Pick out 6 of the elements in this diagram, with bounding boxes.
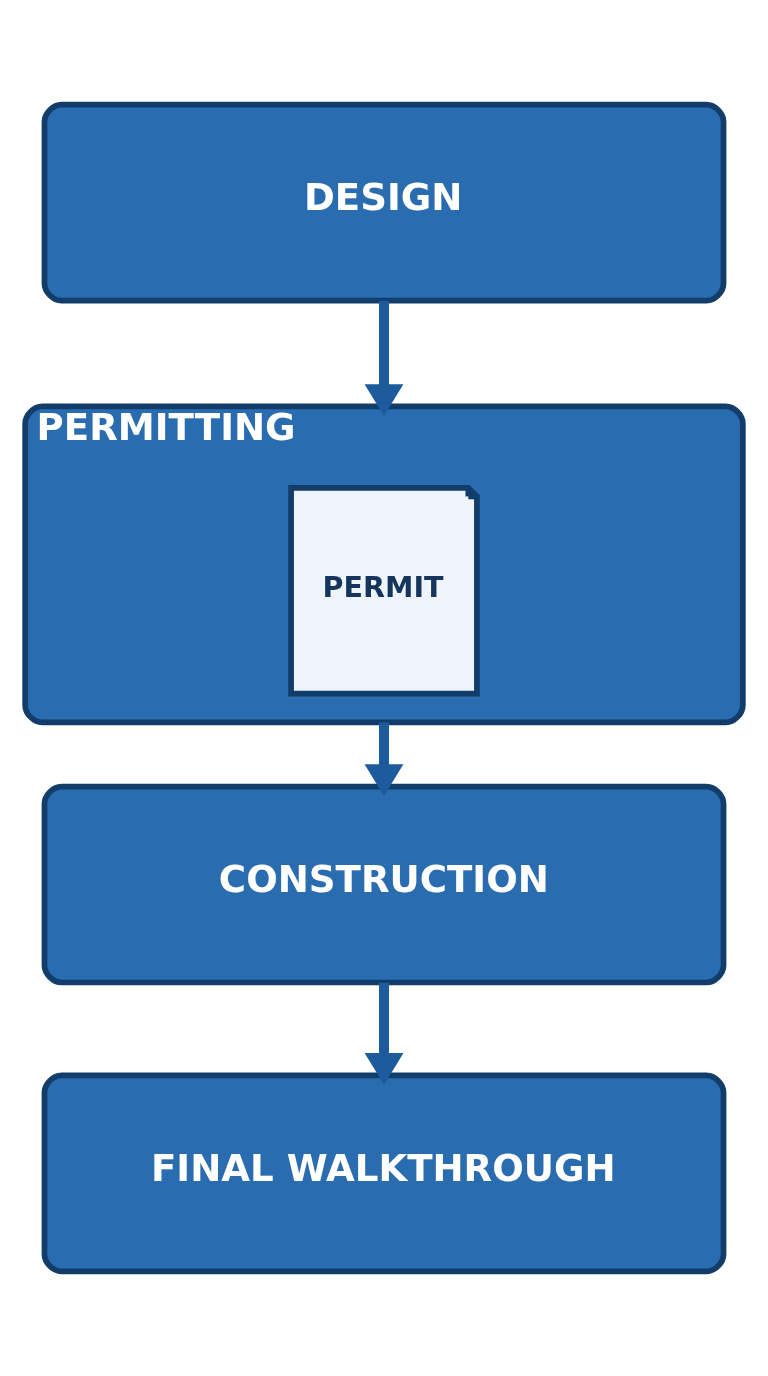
- arrow: [364, 982, 404, 1085]
- node-box: DESIGN: [41, 101, 727, 304]
- node-box: FINAL WALKTHROUGH: [41, 1072, 727, 1275]
- arrow: [364, 722, 404, 796]
- node-box: CONSTRUCTION: [41, 783, 727, 986]
- arrow: [364, 300, 404, 416]
